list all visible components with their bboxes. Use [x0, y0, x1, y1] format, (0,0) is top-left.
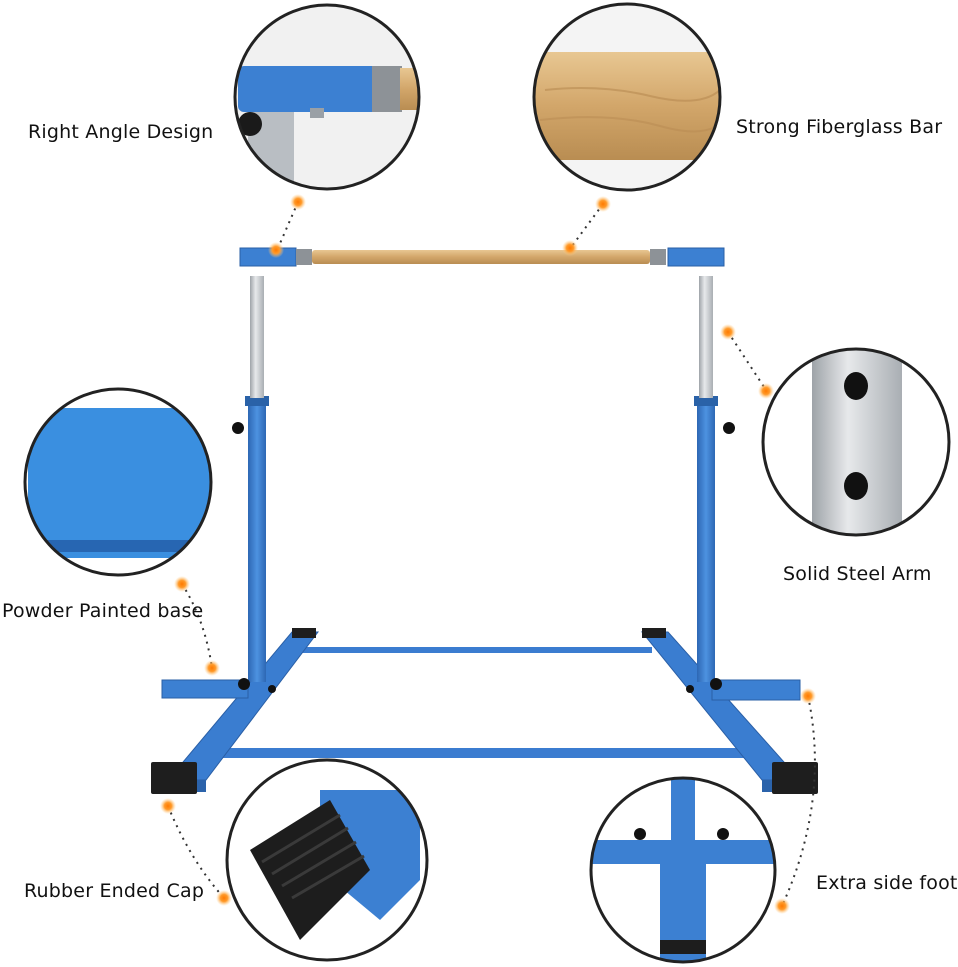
marker-dot-icon: [800, 688, 816, 704]
left-top-bracket: [239, 247, 297, 267]
marker-dot-icon: [216, 890, 232, 906]
zoom-steel-arm: [761, 347, 951, 537]
zoom-powder-painted: [23, 387, 213, 577]
callout-leaders: [167, 201, 816, 907]
callout-markers: [160, 194, 816, 914]
label-right-angle-design: Right Angle Design: [28, 121, 214, 143]
right-side-foot: [711, 679, 801, 701]
marker-dot-icon: [562, 240, 578, 256]
label-steel-arm: Solid Steel Arm: [783, 563, 932, 585]
marker-dot-icon: [758, 383, 774, 399]
front-rail: [222, 748, 750, 758]
right-upright-steel: [699, 276, 713, 398]
rubber-cap-back-right: [642, 628, 666, 638]
label-rubber-ended-cap: Rubber Ended Cap: [24, 880, 205, 902]
marker-dot-icon: [774, 898, 790, 914]
left-knob-icon: [232, 422, 244, 434]
marker-dot-icon: [290, 194, 306, 210]
left-upright-lower: [248, 398, 266, 682]
label-extra-side-foot: Extra side foot: [816, 872, 958, 894]
zoom-side-foot: [589, 776, 777, 964]
left-upright-steel: [250, 276, 264, 398]
zoom-rubber-cap: [225, 758, 429, 962]
left-side-foot: [161, 679, 249, 699]
label-powder-painted-base: Powder Painted base: [2, 600, 204, 622]
rubber-cap-back-left: [292, 628, 316, 638]
right-top-bracket: [667, 247, 725, 267]
right-upright-lower: [697, 398, 715, 682]
rubber-cap-front-right: [772, 762, 818, 794]
fiberglass-bar: [312, 250, 650, 264]
zoom-right-angle: [233, 3, 421, 191]
marker-dot-icon: [720, 324, 736, 340]
marker-dot-icon: [160, 798, 176, 814]
zoom-fiberglass-bar: [532, 2, 722, 192]
right-knob-icon: [723, 422, 735, 434]
marker-dot-icon: [595, 196, 611, 212]
label-fiberglass-bar: Strong Fiberglass Bar: [736, 116, 943, 138]
rubber-cap-front-left: [151, 762, 197, 794]
marker-dot-icon: [204, 660, 220, 676]
marker-dot-icon: [268, 242, 284, 258]
marker-dot-icon: [174, 576, 190, 592]
back-rail: [300, 647, 652, 653]
gymnastics-bar: [151, 247, 818, 794]
